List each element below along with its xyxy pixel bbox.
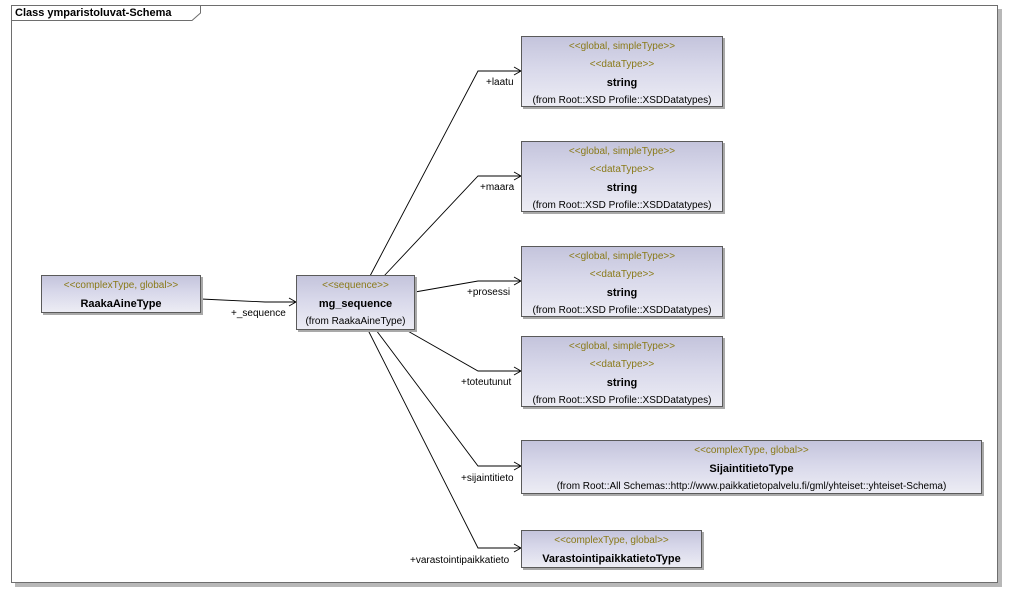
stereotype-label: <<complexType, global>> [554,535,669,546]
association-sijaintitieto[interactable] [375,329,521,467]
class-origin: (from Root::XSD Profile::XSDDatatypes) [532,200,712,211]
association-prosessi[interactable] [414,280,521,293]
class-origin: (from Root::XSD Profile::XSDDatatypes) [532,305,712,316]
class-string-maara[interactable]: <<global, simpleType>> <<dataType>> stri… [521,141,723,212]
class-origin: (from RaakaAineType) [305,316,406,327]
class-string-laatu[interactable]: <<global, simpleType>> <<dataType>> stri… [521,36,723,107]
role-label-varastointipaikkatieto: +varastointipaikkatieto [410,555,510,566]
association-toteutunut[interactable] [405,329,521,372]
class-raakaainetype[interactable]: <<complexType, global>> RaakaAineType [41,275,201,313]
stereotype-datatype-label: <<dataType>> [589,59,655,70]
class-name: string [606,77,638,89]
class-origin: (from Root::XSD Profile::XSDDatatypes) [532,395,712,406]
diagram-frame-tab [11,5,201,21]
diagram-title: Class ymparistoluvat-Schema [15,7,172,19]
association-varastointipaikkatieto[interactable] [367,329,521,549]
class-name: SijaintitietoType [709,463,794,475]
class-name: string [606,377,638,389]
stereotype-datatype-label: <<dataType>> [589,269,655,280]
stereotype-datatype-label: <<dataType>> [589,164,655,175]
class-string-toteutunut[interactable]: <<global, simpleType>> <<dataType>> stri… [521,336,723,407]
class-sijaintitietotype[interactable]: <<complexType, global>> SijaintitietoTyp… [521,440,982,494]
class-name: string [606,287,638,299]
role-label-toteutunut: +toteutunut [461,377,512,388]
stereotype-label: <<global, simpleType>> [568,251,676,262]
class-origin: (from Root::All Schemas::http://www.paik… [556,481,947,492]
role-label-sequence: +_sequence [231,308,286,319]
class-name: VarastointipaikkatietoType [542,553,681,565]
association-maara[interactable] [383,175,521,277]
class-string-prosessi[interactable]: <<global, simpleType>> <<dataType>> stri… [521,246,723,317]
class-name: mg_sequence [318,298,393,310]
role-label-prosessi: +prosessi [467,287,511,298]
role-label-sijaintitieto: +sijaintitieto [461,473,514,484]
association-laatu[interactable] [369,70,521,277]
stereotype-label: <<sequence>> [322,280,389,291]
stereotype-label: <<complexType, global>> [63,280,179,291]
class-varastointipaikkatietotype[interactable]: <<complexType, global>> Varastointipaikk… [521,530,702,568]
class-name: RaakaAineType [80,298,162,310]
association-sequence[interactable] [200,298,296,303]
role-label-maara: +maara [480,182,515,193]
stereotype-label: <<complexType, global>> [694,445,809,456]
stereotype-label: <<global, simpleType>> [568,146,676,157]
role-label-laatu: +laatu [486,77,514,88]
stereotype-label: <<global, simpleType>> [568,41,676,52]
class-mg-sequence[interactable]: <<sequence>> mg_sequence (from RaakaAine… [296,275,415,330]
class-name: string [606,182,638,194]
stereotype-label: <<global, simpleType>> [568,341,676,352]
stereotype-datatype-label: <<dataType>> [589,359,655,370]
class-origin: (from Root::XSD Profile::XSDDatatypes) [532,95,712,106]
